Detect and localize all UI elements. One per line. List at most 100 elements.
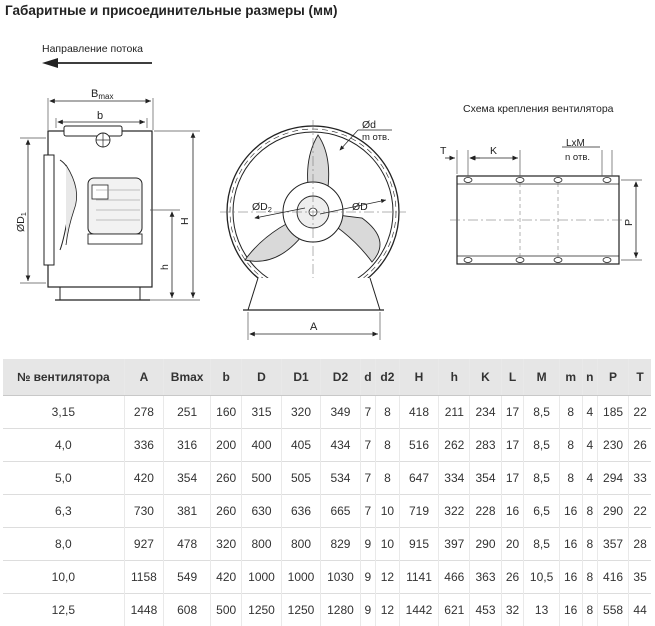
table-cell: 278 (124, 396, 163, 429)
table-cell: 334 (439, 462, 470, 495)
b-label: b (97, 110, 103, 122)
table-cell: 320 (211, 528, 242, 561)
bmax-label: Bmax (91, 88, 113, 101)
table-cell: 621 (439, 594, 470, 626)
table-cell: 315 (242, 396, 281, 429)
column-header: H (399, 359, 438, 396)
lxm-label: LxM (566, 138, 585, 149)
table-cell: 320 (281, 396, 320, 429)
table-cell: 829 (321, 528, 360, 561)
table-cell: 336 (124, 429, 163, 462)
table-cell: 16 (559, 528, 582, 561)
table-cell: 322 (439, 495, 470, 528)
column-header: m (559, 359, 582, 396)
table-cell: 915 (399, 528, 438, 561)
flow-direction-label: Направление потока (42, 43, 143, 55)
table-cell: 1442 (399, 594, 438, 626)
table-cell: 8 (376, 396, 400, 429)
p-label: P (623, 219, 635, 226)
table-cell: 8 (582, 594, 597, 626)
table-cell: 8 (559, 396, 582, 429)
flow-arrow-icon (42, 58, 152, 68)
table-cell: 4 (582, 429, 597, 462)
table-cell: 630 (242, 495, 281, 528)
table-cell: 12 (376, 561, 400, 594)
page-title: Габаритные и присоединительные размеры (… (5, 3, 337, 18)
table-cell: 1141 (399, 561, 438, 594)
table-cell: 608 (164, 594, 211, 626)
table-cell: 13 (524, 594, 559, 626)
table-cell: 349 (321, 396, 360, 429)
hole-count-label: m отв. (362, 132, 390, 143)
table-cell: 22 (629, 495, 651, 528)
table-cell: 434 (321, 429, 360, 462)
table-cell: 228 (470, 495, 501, 528)
table-cell: 9 (360, 594, 375, 626)
table-cell: 505 (281, 462, 320, 495)
column-header: T (629, 359, 651, 396)
column-header: P (597, 359, 628, 396)
technical-drawing: Направление потока Bmax b (0, 22, 655, 352)
column-header: A (124, 359, 163, 396)
table-cell: 8 (559, 429, 582, 462)
table-cell: 397 (439, 528, 470, 561)
table-cell: 16 (559, 495, 582, 528)
table-cell: 1000 (281, 561, 320, 594)
table-cell: 44 (629, 594, 651, 626)
column-header: № вентилятора (3, 359, 124, 396)
d-label: ØD (352, 201, 368, 213)
table-cell: 17 (501, 462, 524, 495)
table-cell: 516 (399, 429, 438, 462)
table-cell: 647 (399, 462, 438, 495)
table-cell: 1448 (124, 594, 163, 626)
table-cell: 478 (164, 528, 211, 561)
table-cell: 12 (376, 594, 400, 626)
table-cell: 4,0 (3, 429, 124, 462)
table-cell: 357 (597, 528, 628, 561)
table-cell: 185 (597, 396, 628, 429)
bmax-sub: max (98, 92, 113, 101)
table-cell: 262 (439, 429, 470, 462)
table-cell: 160 (211, 396, 242, 429)
mount-scheme-title: Схема крепления вентилятора (463, 103, 614, 115)
table-cell: 8,5 (524, 396, 559, 429)
table-cell: 234 (470, 396, 501, 429)
column-header: b (211, 359, 242, 396)
table-cell: 7 (360, 429, 375, 462)
table-cell: 35 (629, 561, 651, 594)
table-cell: 420 (211, 561, 242, 594)
d1-sub: 1 (19, 212, 28, 216)
table-cell: 534 (321, 462, 360, 495)
d2-main: ØD (252, 201, 268, 213)
table-cell: 363 (470, 561, 501, 594)
column-header: Bmax (164, 359, 211, 396)
table-cell: 354 (470, 462, 501, 495)
mount-scheme: Схема крепления вентилятора T K LxM n от… (440, 103, 642, 264)
table-cell: 1280 (321, 594, 360, 626)
table-cell: 3,15 (3, 396, 124, 429)
table-cell: 294 (597, 462, 628, 495)
table-cell: 8 (582, 495, 597, 528)
table-cell: 200 (211, 429, 242, 462)
table-cell: 20 (501, 528, 524, 561)
column-header: d2 (376, 359, 400, 396)
table-cell: 22 (629, 396, 651, 429)
h-upper-label: H (179, 217, 191, 225)
table-cell: 16 (501, 495, 524, 528)
table-cell: 10 (376, 528, 400, 561)
table-cell: 418 (399, 396, 438, 429)
table-cell: 17 (501, 429, 524, 462)
table-cell: 1000 (242, 561, 281, 594)
table-cell: 800 (281, 528, 320, 561)
column-header: M (524, 359, 559, 396)
table-cell: 26 (501, 561, 524, 594)
table-cell: 16 (559, 594, 582, 626)
table-cell: 12,5 (3, 594, 124, 626)
